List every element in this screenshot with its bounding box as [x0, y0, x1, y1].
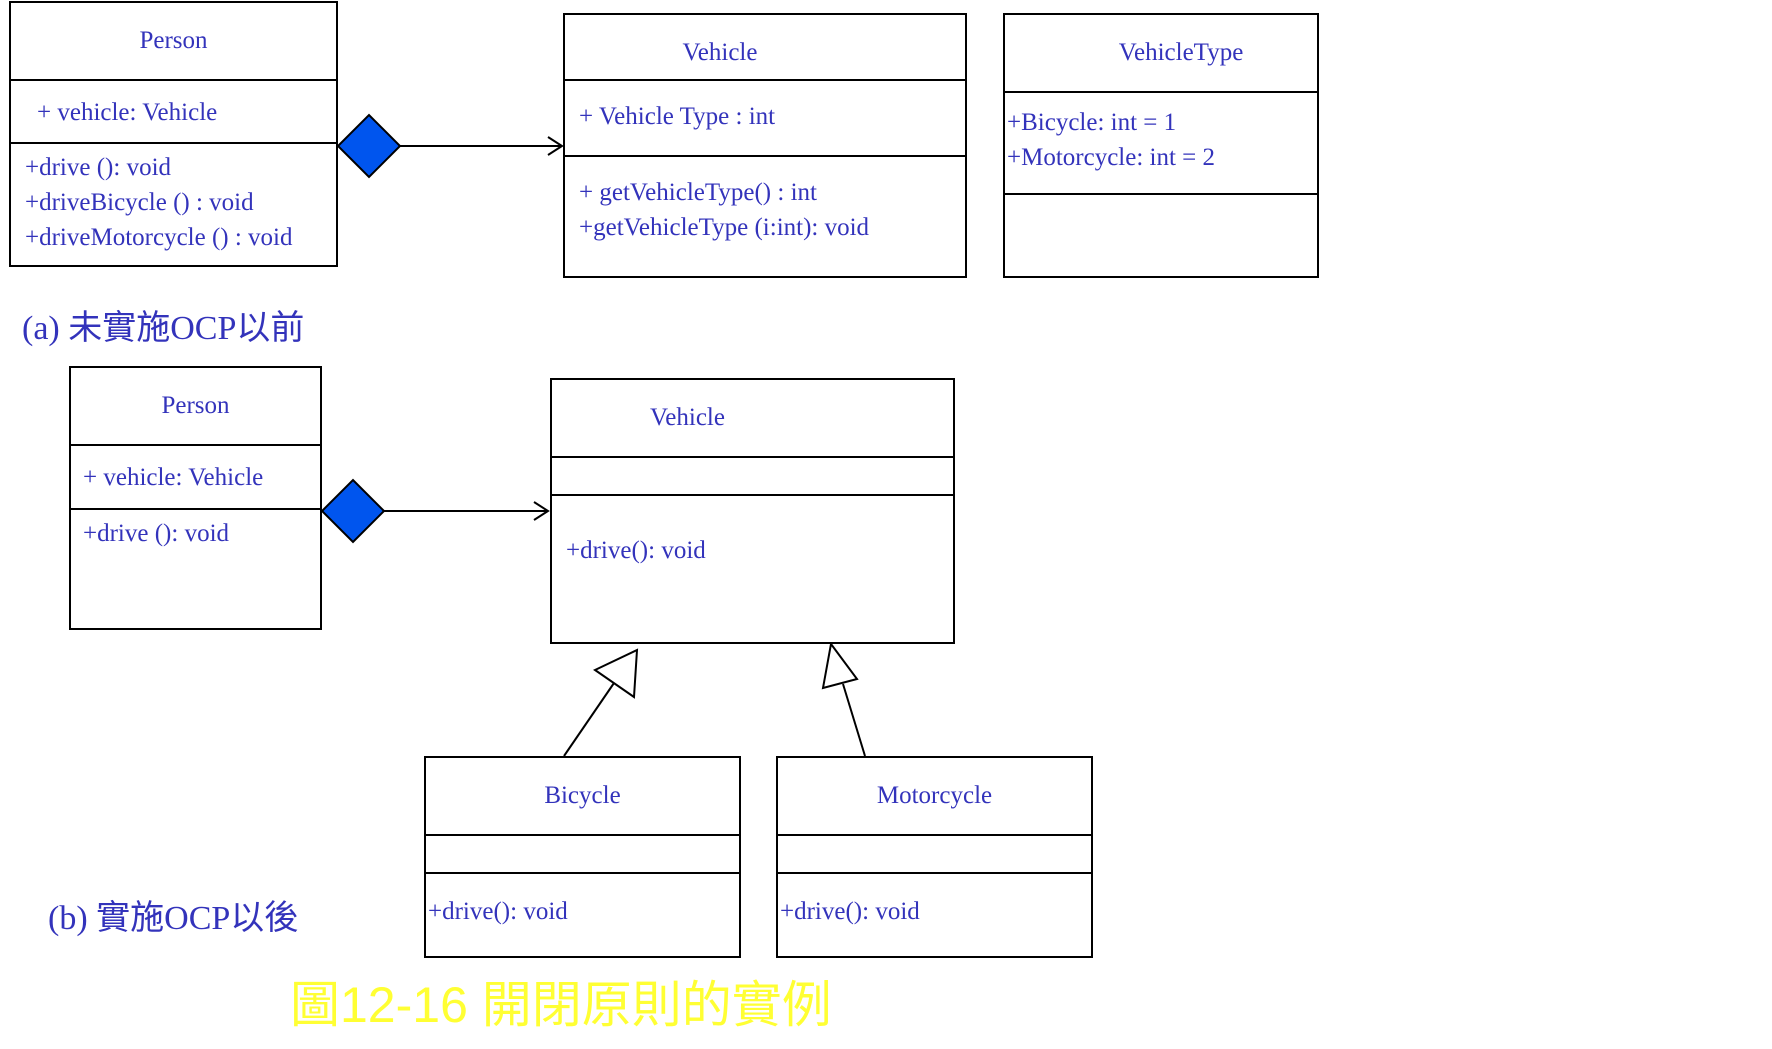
- class-name: Vehicle: [650, 404, 725, 431]
- method: + getVehicleType() : int: [579, 179, 817, 206]
- method: +drive(): void: [566, 537, 706, 564]
- attribute: + vehicle: Vehicle: [37, 99, 218, 126]
- method: +getVehicleType (i:int): void: [579, 214, 870, 241]
- attribute-section: [552, 456, 953, 494]
- class-name: Motorcycle: [876, 782, 993, 809]
- method: +driveBicycle () : void: [25, 189, 254, 216]
- class-name: Person: [139, 27, 208, 54]
- class-bicycle-b: Bicycle +drive(): void: [424, 756, 741, 958]
- class-vehicle-type-a: VehicleType +Bicycle: int = 1 +Motorcycl…: [1003, 13, 1319, 278]
- generalization-arrowhead-motorcycle: [821, 641, 859, 690]
- attribute: + Vehicle Type : int: [579, 103, 776, 130]
- association-arrowhead-a: [547, 136, 564, 156]
- attribute-section: [778, 834, 1091, 872]
- method: +driveMotorcycle () : void: [25, 224, 293, 251]
- attribute: +Bicycle: int = 1: [1007, 109, 1177, 136]
- association-arrowhead-b: [533, 501, 550, 521]
- attribute: + vehicle: Vehicle: [83, 464, 264, 491]
- attribute-section: + vehicle: Vehicle: [11, 79, 336, 142]
- generalization-line-bicycle: [563, 682, 615, 757]
- class-person-b: Person + vehicle: Vehicle +drive (): voi…: [69, 366, 322, 630]
- aggregation-diamond-a: [336, 113, 402, 179]
- figure-caption: 圖12-16 開閉原則的實例: [290, 977, 832, 1033]
- class-name: Vehicle: [682, 39, 758, 66]
- generalization-arrowhead-bicycle: [593, 648, 639, 699]
- method: +drive (): void: [25, 154, 172, 181]
- class-name: Person: [161, 392, 230, 419]
- generalization-line-motorcycle: [842, 683, 866, 757]
- caption-b: (b) 實施OCP以後: [48, 900, 299, 937]
- attribute-section: [426, 834, 739, 872]
- attribute-section: +Bicycle: int = 1 +Motorcycle: int = 2: [1005, 91, 1317, 193]
- method-section: +drive(): void: [426, 872, 739, 958]
- class-vehicle-a: Vehicle + Vehicle Type : int + getVehicl…: [563, 13, 967, 278]
- method: +drive (): void: [83, 520, 230, 547]
- class-person-a: Person + vehicle: Vehicle +drive (): voi…: [9, 1, 338, 267]
- attribute: +Motorcycle: int = 2: [1007, 144, 1216, 171]
- caption-a: (a) 未實施OCP以前: [22, 310, 305, 347]
- method-section: +drive(): void: [552, 494, 953, 644]
- method: +drive(): void: [780, 898, 920, 925]
- method: +drive(): void: [428, 898, 568, 925]
- method-section: +drive (): void: [71, 508, 320, 631]
- attribute-section: + vehicle: Vehicle: [71, 444, 320, 508]
- method-section: +drive(): void: [778, 872, 1091, 958]
- method-section: + getVehicleType() : int +getVehicleType…: [565, 155, 965, 279]
- method-section: [1005, 193, 1317, 279]
- attribute-section: + Vehicle Type : int: [565, 79, 965, 155]
- class-name: Bicycle: [544, 782, 621, 809]
- aggregation-diamond-b: [320, 478, 386, 544]
- class-name: VehicleType: [1118, 39, 1244, 66]
- class-motorcycle-b: Motorcycle +drive(): void: [776, 756, 1093, 958]
- class-vehicle-b: Vehicle +drive(): void: [550, 378, 955, 644]
- method-section: +drive (): void +driveBicycle () : void …: [11, 142, 336, 269]
